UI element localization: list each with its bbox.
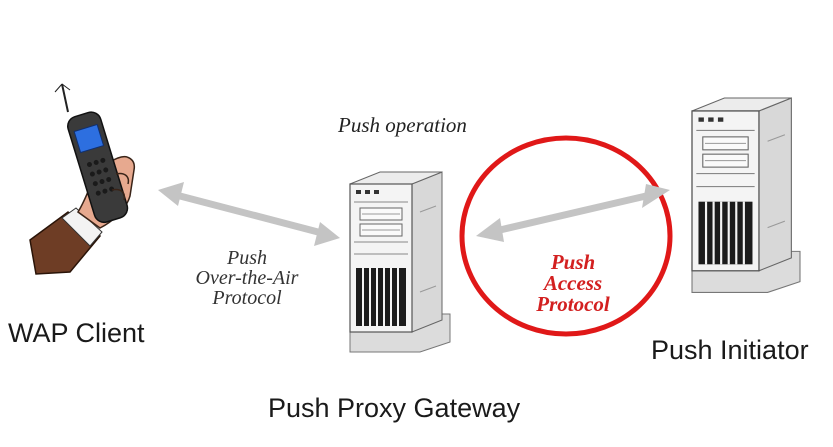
access-protocol-highlight-ring <box>459 135 673 337</box>
ota-protocol-label: Push Over-the-Air Protocol <box>182 248 312 308</box>
access-protocol-line: Access <box>543 271 603 295</box>
wap-client-phone-icon <box>29 83 136 275</box>
ota-double-arrow <box>158 182 340 246</box>
wap-client-label: WAP Client <box>8 318 145 348</box>
access-double-arrow <box>476 184 670 242</box>
push-proxy-gateway-server-icon <box>349 171 451 353</box>
push-initiator-label: Push Initiator <box>651 335 809 365</box>
access-protocol-label: Push Access Protocol <box>508 252 638 315</box>
ota-protocol-line: Protocol <box>212 287 282 309</box>
ota-protocol-line: Push <box>227 247 267 269</box>
access-protocol-line: Push <box>550 250 596 274</box>
push-initiator-server-icon <box>690 96 802 294</box>
push-operation-label: Push operation <box>338 113 467 137</box>
ota-protocol-line: Over-the-Air <box>195 267 299 289</box>
push-proxy-gateway-label: Push Proxy Gateway <box>268 393 521 423</box>
access-protocol-line: Protocol <box>536 292 610 316</box>
